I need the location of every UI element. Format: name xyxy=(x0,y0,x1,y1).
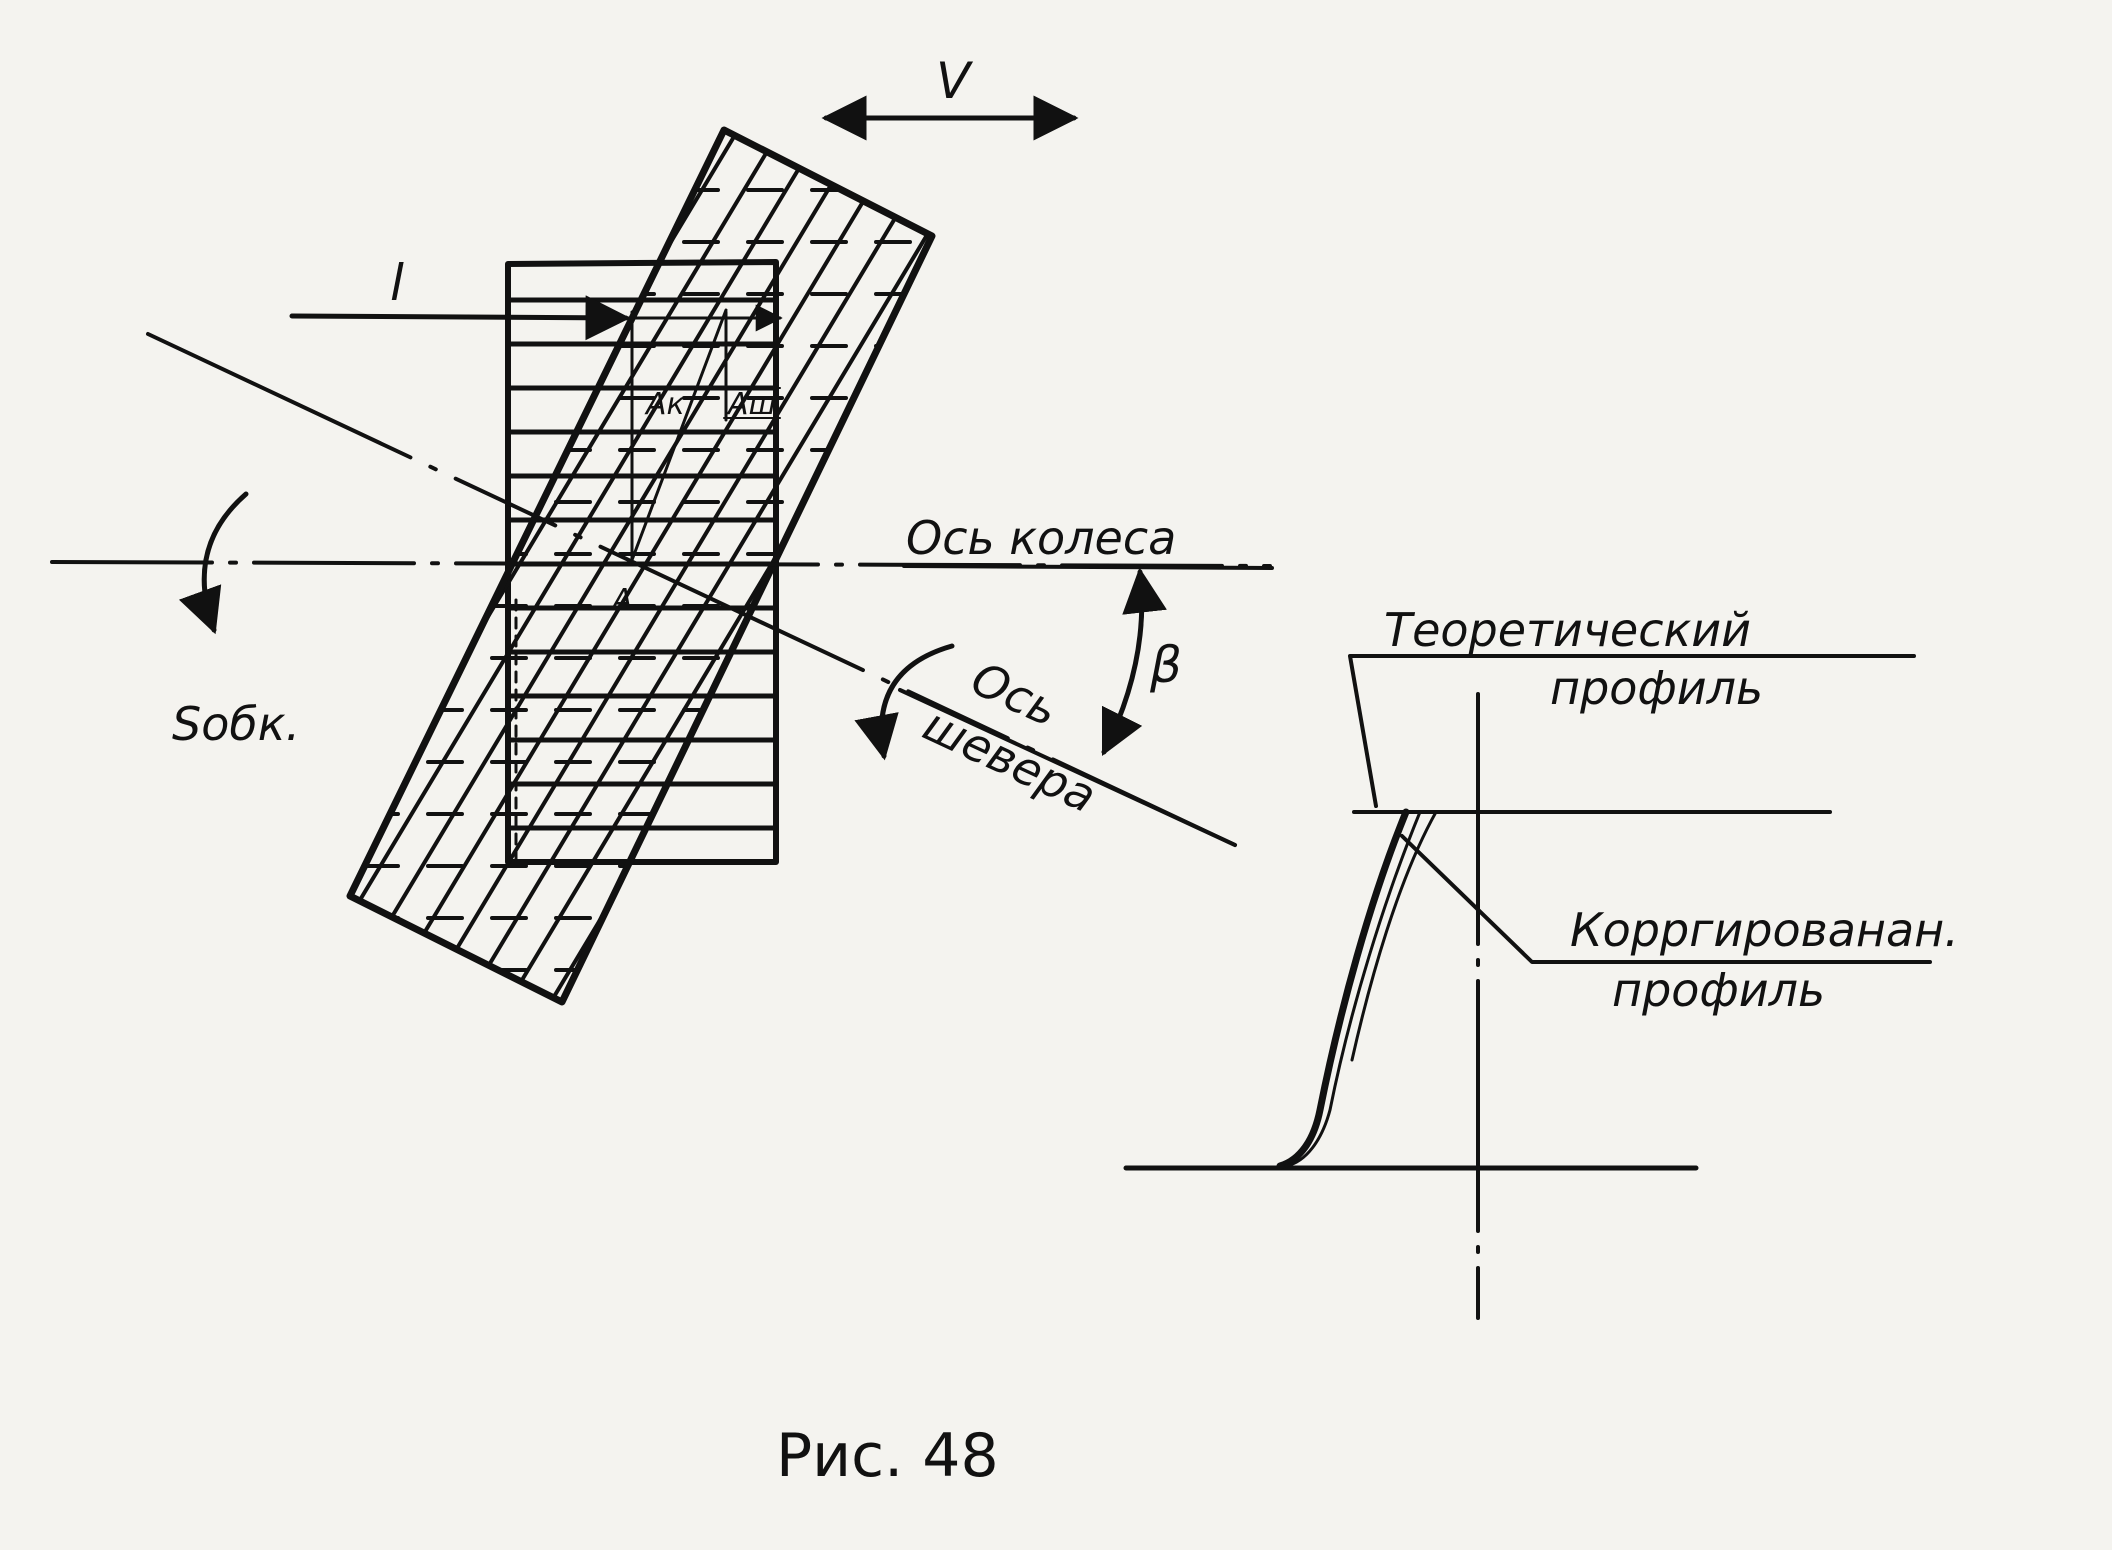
shaver-hatch-line xyxy=(0,100,336,1100)
tooth-profile-diagram: Теоретический профиль Корргированан. про… xyxy=(1123,603,1959,1320)
shaver-hatch-line xyxy=(364,130,932,1002)
velocity-label: V xyxy=(936,52,974,110)
shaver-hatch-line xyxy=(350,130,842,1002)
tooth-flank-curves xyxy=(1276,808,1438,1170)
beta-angle: β xyxy=(1101,567,1182,757)
point-a-label: A xyxy=(610,583,633,618)
shaver-rotation-arrow xyxy=(854,643,955,761)
feed-label: Sобк. xyxy=(172,697,300,751)
shaver-hatch-line xyxy=(910,130,932,1002)
shaver-axis xyxy=(146,332,1237,847)
shaver-hatch-line xyxy=(350,130,506,1002)
shaver-hatch-line xyxy=(0,100,210,1100)
shaver-hatch-line xyxy=(996,100,1596,1100)
figure-caption: Рис. 48 xyxy=(776,1421,999,1491)
shaver-tool xyxy=(0,100,1638,1100)
ash-label: Aш xyxy=(726,387,776,422)
construction-lines xyxy=(514,308,728,862)
wheel-and-shaver-diagram: V l Aк Aш A Ось колеса β Sобк. xyxy=(0,52,1638,1100)
shaver-hatch-line xyxy=(0,100,294,1100)
wheel-axis-label: Ось колеса xyxy=(906,511,1176,565)
corrected-leader xyxy=(1400,834,1932,964)
shaver-hatch-line xyxy=(1038,100,1638,1100)
theoretical-label-1: Теоретический xyxy=(1384,603,1751,657)
length-arrow: l xyxy=(289,254,783,341)
shaver-hatch-line xyxy=(954,100,1554,1100)
shaver-hatch-line xyxy=(0,100,126,1100)
length-label: l xyxy=(390,254,404,312)
shaver-hatch-line xyxy=(350,130,380,1002)
shaver-hatch-line xyxy=(448,130,932,1002)
beta-label: β xyxy=(1149,636,1182,694)
velocity-arrow: V xyxy=(821,52,1079,141)
theoretical-label-2: профиль xyxy=(1550,661,1763,715)
shaver-hatch-line xyxy=(0,100,42,1100)
wheel-axis xyxy=(50,560,1274,570)
theoretical-leader xyxy=(1348,654,1916,808)
shaver-hatch-line xyxy=(0,100,84,1100)
corrected-label-1: Корргированан. xyxy=(1570,903,1959,957)
shaver-hatch-line xyxy=(350,130,464,1002)
shaver-hatch-line xyxy=(350,130,422,1002)
shaver-hatch-line xyxy=(406,130,932,1002)
gear-wheel xyxy=(505,259,779,865)
feed-rotation-arrow: Sобк. xyxy=(172,491,300,751)
shaver-hatch-line xyxy=(0,100,168,1100)
corrected-label-2: профиль xyxy=(1612,963,1825,1017)
ak-label: Aк xyxy=(644,387,685,422)
shaver-hatch-line xyxy=(0,100,252,1100)
